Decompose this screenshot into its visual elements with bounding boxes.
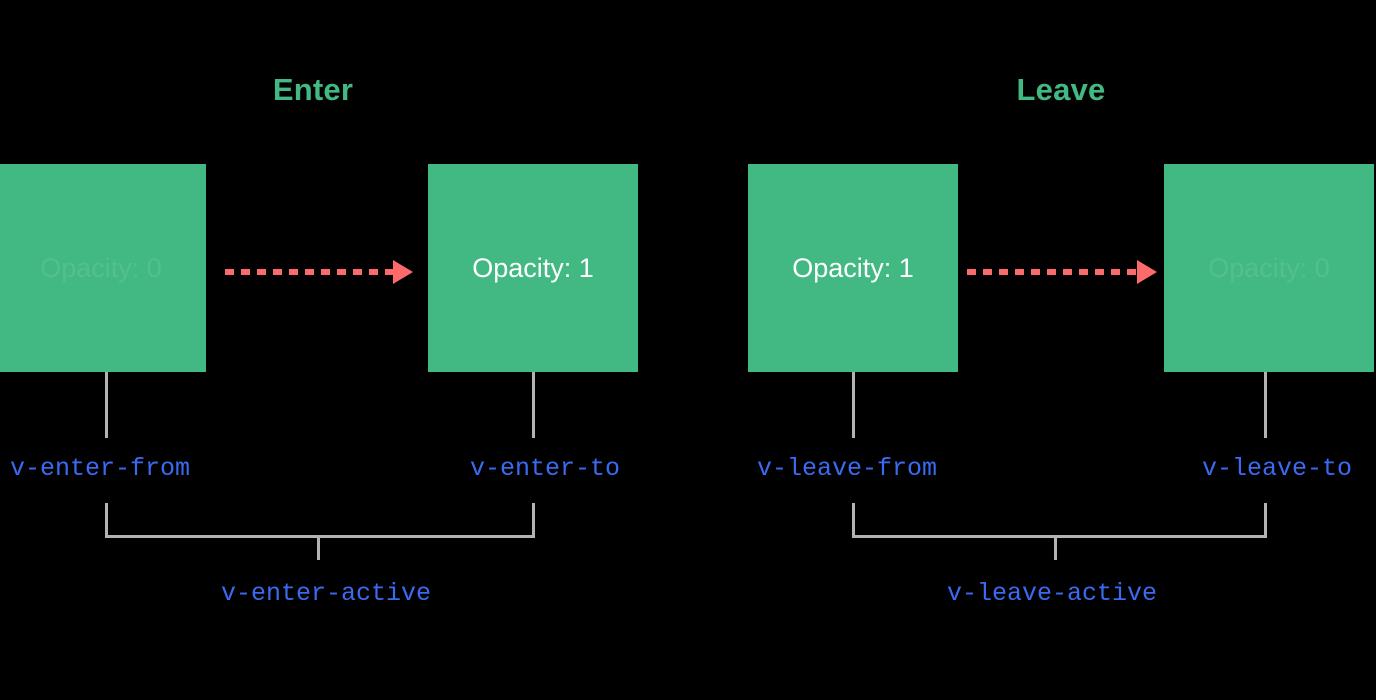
class-label-v-leave-from: v-leave-from: [757, 454, 938, 483]
class-label-v-leave-active: v-leave-active: [946, 579, 1158, 608]
state-box-enter-to-label: Opacity: 1: [472, 252, 594, 283]
state-box-leave-to-label: Opacity: 0: [1208, 252, 1330, 283]
connector-leave-from: [852, 372, 855, 438]
arrow-shaft: [225, 269, 394, 275]
state-box-enter-to: Opacity: 1: [428, 164, 638, 372]
class-label-v-leave-to: v-leave-to: [1201, 454, 1352, 483]
section-title-enter: Enter: [272, 72, 354, 107]
state-box-leave-to: Opacity: 0: [1164, 164, 1374, 372]
transition-arrow-leave-icon: [967, 260, 1157, 284]
arrow-shaft: [967, 269, 1138, 275]
class-label-v-enter-from: v-enter-from: [10, 454, 191, 483]
section-title-leave: Leave: [1016, 72, 1106, 107]
bracket-leave-active: [852, 503, 1267, 538]
state-box-leave-from: Opacity: 1: [748, 164, 958, 372]
state-box-enter-from: Opacity: 0: [0, 164, 206, 372]
bracket-stem-enter-active: [317, 537, 320, 560]
connector-enter-from: [105, 372, 108, 438]
connector-leave-to: [1264, 372, 1267, 438]
arrow-head: [393, 260, 413, 284]
arrow-head: [1137, 260, 1157, 284]
state-box-leave-from-label: Opacity: 1: [792, 252, 914, 283]
connector-enter-to: [532, 372, 535, 438]
class-label-v-enter-active: v-enter-active: [220, 579, 432, 608]
bracket-enter-active: [105, 503, 535, 538]
class-label-v-enter-to: v-enter-to: [469, 454, 620, 483]
bracket-stem-leave-active: [1054, 537, 1057, 560]
state-box-enter-from-label: Opacity: 0: [40, 252, 162, 283]
transition-arrow-enter-icon: [225, 260, 413, 284]
